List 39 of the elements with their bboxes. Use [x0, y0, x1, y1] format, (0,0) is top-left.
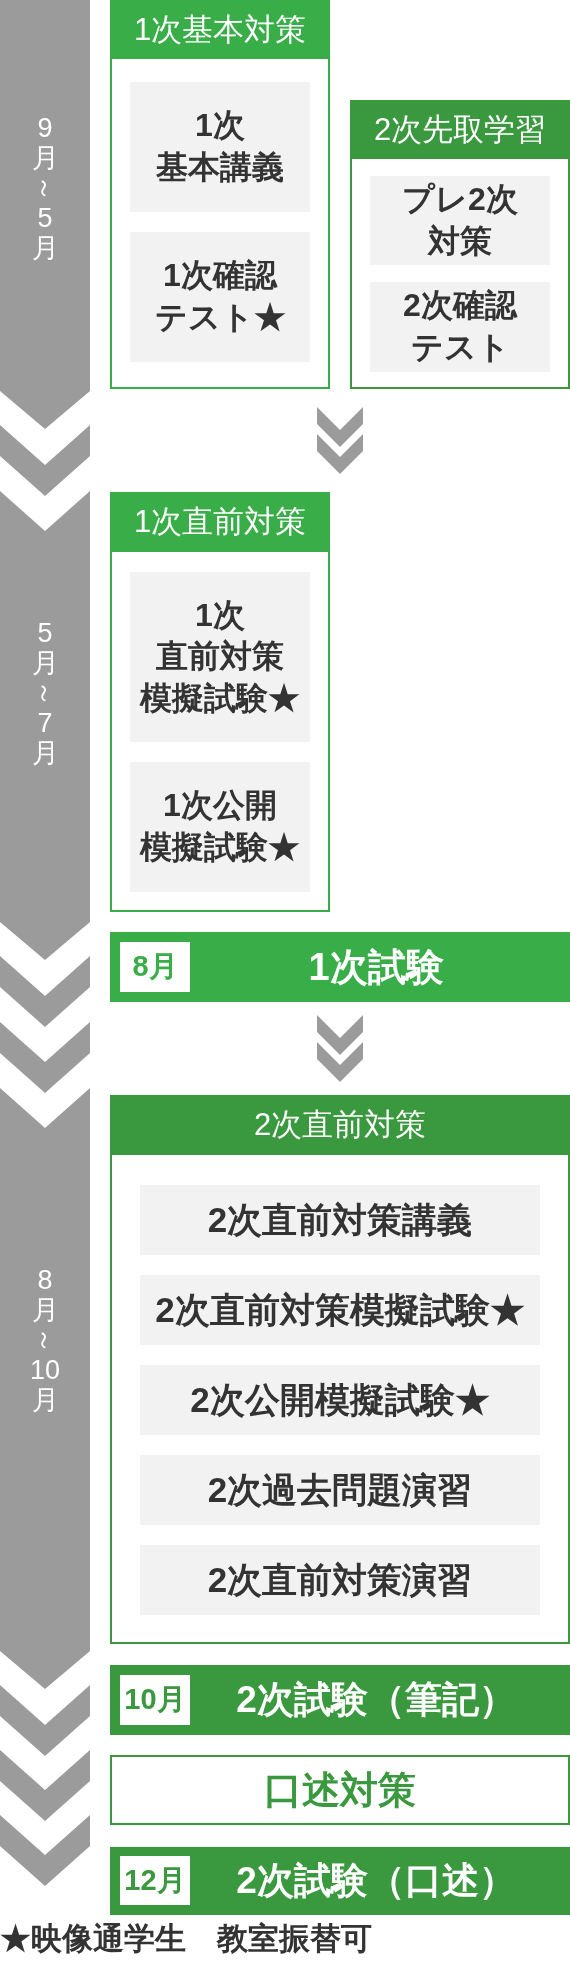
period-band [0, 1088, 90, 1689]
period-label: 9月～5月 [29, 113, 61, 263]
course-item: 1次確認テスト★ [130, 232, 310, 362]
month-badge: 10月 [120, 1675, 190, 1725]
double-chevron-arrow [317, 407, 363, 474]
chevron-arrow [0, 425, 90, 496]
month-badge: 8月 [120, 942, 190, 992]
section-header: 2次先取学習 [350, 100, 570, 159]
course-item: 2次直前対策講義 [140, 1185, 540, 1255]
course-item: 2次直前対策演習 [140, 1545, 540, 1615]
section-header: 2次直前対策 [110, 1095, 570, 1155]
course-item: 1次基本講義 [130, 82, 310, 212]
course-item: プレ2次対策 [370, 176, 550, 265]
exam-bar [110, 1847, 570, 1915]
exam-title: 2次試験（筆記） [235, 1678, 517, 1722]
footnote: ★映像通学生 教室振替可 [0, 1920, 372, 1958]
section-panel [110, 492, 330, 912]
section-panel [350, 100, 570, 389]
course-item: 1次公開模擬試験★ [130, 762, 310, 892]
exam-bar [110, 1665, 570, 1735]
course-item: 2次公開模擬試験★ [140, 1365, 540, 1435]
double-chevron-arrow [317, 1015, 363, 1082]
course-item: 2次直前対策模擬試験★ [140, 1275, 540, 1345]
period-label: 8月～10月 [28, 1265, 61, 1415]
course-item: 2次確認テスト [370, 282, 550, 372]
section-header: 1次基本対策 [110, 0, 330, 59]
course-banner: 口述対策 [110, 1755, 570, 1825]
period-label: 5月～7月 [29, 618, 61, 768]
exam-title: 1次試験 [307, 944, 445, 990]
exam-title: 2次試験（口述） [235, 1859, 517, 1903]
triple-chevron-arrow [0, 1685, 90, 1886]
section-panel [110, 0, 330, 389]
double-chevron-arrow [0, 956, 90, 1093]
course-item: 2次過去問題演習 [140, 1455, 540, 1525]
month-badge: 12月 [120, 1856, 190, 1905]
exam-bar [110, 932, 570, 1002]
course-item: 1次直前対策模擬試験★ [130, 572, 310, 742]
section-panel [110, 1095, 570, 1644]
section-header: 1次直前対策 [110, 492, 330, 552]
